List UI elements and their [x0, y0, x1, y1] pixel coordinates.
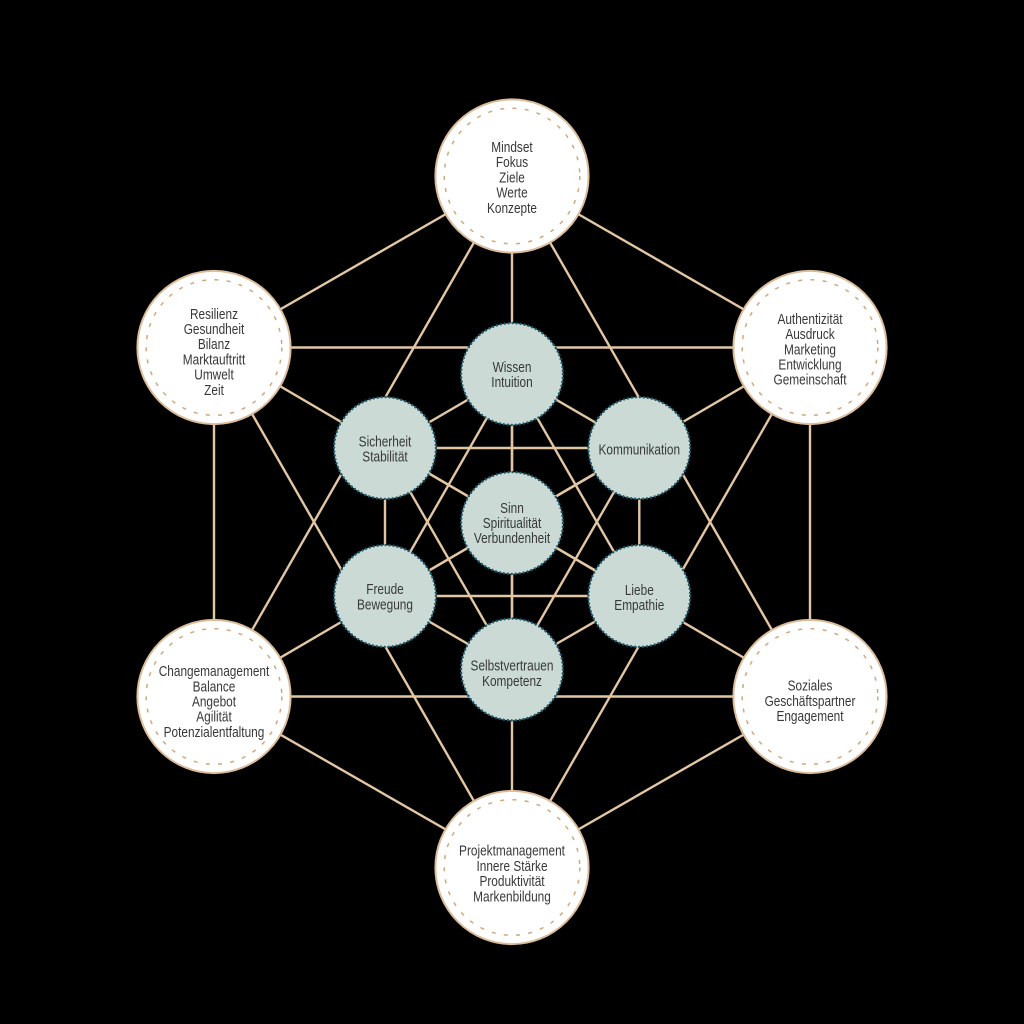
svg-text:Potenzialentfaltung: Potenzialentfaltung [164, 724, 265, 741]
svg-text:Fokus: Fokus [496, 154, 528, 171]
svg-text:Liebe: Liebe [625, 581, 654, 598]
svg-text:Bilanz: Bilanz [198, 336, 230, 353]
svg-text:Ziele: Ziele [499, 169, 525, 186]
svg-text:Projektmanagement: Projektmanagement [459, 842, 565, 859]
svg-text:Stabilität: Stabilität [362, 448, 408, 465]
svg-text:Werte: Werte [496, 184, 527, 201]
svg-text:Spiritualität: Spiritualität [483, 515, 542, 532]
svg-text:Agilität: Agilität [196, 708, 232, 725]
svg-text:Konzepte: Konzepte [487, 199, 537, 216]
svg-text:Produktivität: Produktivität [479, 873, 544, 890]
svg-text:Sinn: Sinn [500, 499, 524, 516]
svg-text:Sicherheit: Sicherheit [359, 433, 412, 450]
svg-text:Marketing: Marketing [784, 341, 836, 358]
svg-text:Mindset: Mindset [491, 139, 533, 156]
svg-text:Kompetenz: Kompetenz [482, 673, 542, 690]
svg-text:Engagement: Engagement [776, 708, 843, 725]
svg-text:Balance: Balance [193, 678, 236, 695]
svg-text:Freude: Freude [366, 581, 404, 598]
svg-text:Zeit: Zeit [204, 381, 224, 398]
svg-text:Geschäftspartner: Geschäftspartner [765, 692, 856, 709]
svg-text:Gesundheit: Gesundheit [184, 321, 245, 338]
svg-text:Ausdruck: Ausdruck [785, 326, 835, 343]
svg-text:Bewegung: Bewegung [357, 596, 413, 613]
svg-text:Gemeinschaft: Gemeinschaft [773, 371, 846, 388]
svg-text:Intuition: Intuition [491, 374, 532, 391]
svg-text:Umwelt: Umwelt [194, 366, 234, 383]
svg-text:Wissen: Wissen [493, 359, 532, 376]
svg-text:Empathie: Empathie [614, 597, 664, 614]
svg-text:Selbstvertrauen: Selbstvertrauen [471, 657, 554, 674]
svg-text:Verbundenheit: Verbundenheit [474, 530, 551, 547]
svg-text:Authentizität: Authentizität [777, 311, 842, 328]
svg-text:Marktauftritt: Marktauftritt [183, 351, 246, 368]
svg-text:Resilienz: Resilienz [190, 305, 238, 322]
svg-text:Markenbildung: Markenbildung [473, 888, 551, 905]
svg-text:Angebot: Angebot [192, 693, 236, 710]
svg-text:Soziales: Soziales [788, 677, 833, 694]
svg-text:Changemanagement: Changemanagement [159, 663, 270, 680]
svg-text:Innere Stärke: Innere Stärke [476, 858, 547, 875]
svg-text:Kommunikation: Kommunikation [599, 441, 681, 458]
svg-text:Entwicklung: Entwicklung [778, 356, 841, 373]
